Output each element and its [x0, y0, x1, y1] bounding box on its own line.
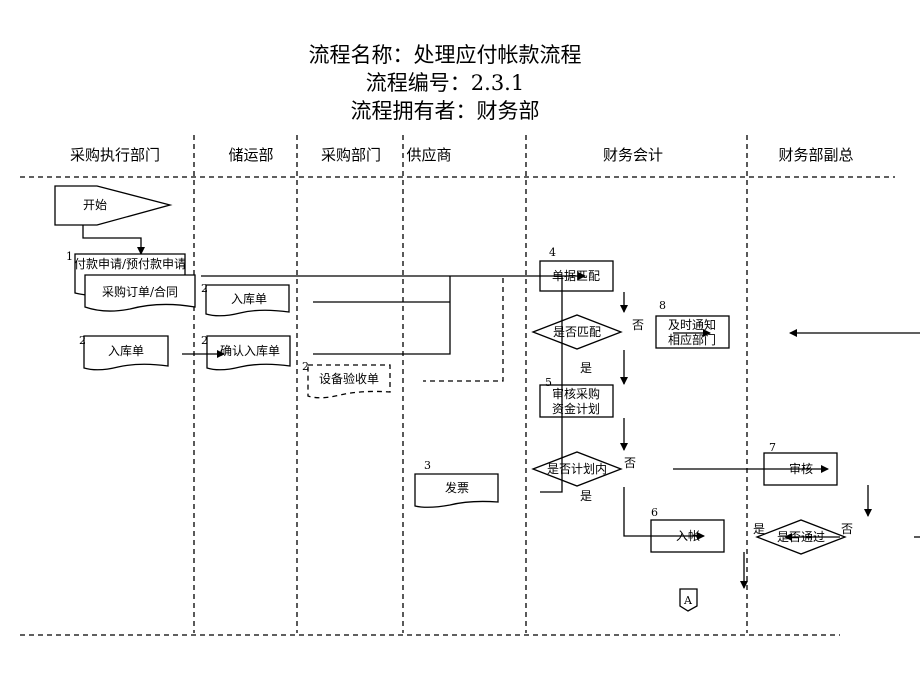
start-node[interactable]: 开始 [54, 185, 173, 226]
review-box[interactable]: 7 审核 [763, 441, 838, 486]
document-match-box[interactable]: 4 单据匹配 [539, 246, 614, 292]
svg-text:是: 是 [580, 489, 592, 503]
lane-dividers [20, 135, 895, 636]
svg-text:入库单: 入库单 [231, 291, 267, 306]
svg-text:1: 1 [66, 250, 73, 263]
svg-text:2: 2 [201, 282, 208, 295]
confirm-receipt-doc[interactable]: 2 确认入库单 [201, 334, 291, 371]
svg-text:是: 是 [753, 522, 765, 536]
svg-text:设备验收单: 设备验收单 [319, 371, 379, 386]
warehouse-receipt-storage-doc[interactable]: 2 入库单 [201, 282, 290, 317]
svg-text:是: 是 [580, 361, 592, 375]
svg-text:8: 8 [659, 299, 666, 312]
svg-text:2: 2 [302, 360, 309, 373]
arrow [623, 487, 705, 540]
svg-text:6: 6 [651, 506, 658, 519]
svg-text:7: 7 [769, 441, 776, 454]
is-match-decision[interactable]: 是否匹配 否 是 [531, 314, 644, 375]
lane-header-purchase-exec: 采购执行部门 [70, 146, 160, 164]
svg-text:入帐: 入帐 [676, 528, 700, 543]
svg-text:及时通知: 及时通知 [668, 318, 716, 332]
svg-text:审核采购: 审核采购 [552, 386, 600, 401]
svg-text:2: 2 [79, 334, 86, 347]
svg-text:单据匹配: 单据匹配 [552, 269, 600, 283]
svg-text:付款申请/预付款申请: 付款申请/预付款申请 [74, 257, 186, 271]
lane-header-supplier: 供应商 [406, 146, 451, 164]
svg-text:否: 否 [841, 522, 853, 536]
notify-box[interactable]: 8 及时通知 相应部门 [655, 299, 730, 349]
invoice-doc[interactable]: 3 发票 [414, 459, 499, 508]
svg-text:A: A [683, 594, 693, 607]
svg-text:5: 5 [545, 376, 552, 389]
svg-text:是否匹配: 是否匹配 [553, 325, 601, 339]
process-number: 流程编号：2.3.1 [366, 71, 524, 95]
offpage-connector-a[interactable]: A [679, 588, 698, 612]
svg-text:采购订单/合同: 采购订单/合同 [102, 284, 178, 299]
svg-text:开始: 开始 [83, 198, 107, 212]
lane-header-vp-finance: 财务部副总 [778, 146, 853, 164]
svg-text:是否计划内: 是否计划内 [547, 462, 607, 476]
in-plan-decision[interactable]: 是否计划内 否 是 [531, 451, 636, 503]
process-owner: 流程拥有者：财务部 [351, 99, 540, 123]
svg-text:确认入库单: 确认入库单 [220, 343, 280, 358]
svg-text:审核: 审核 [789, 461, 813, 476]
connector-line [82, 225, 145, 255]
svg-text:相应部门: 相应部门 [668, 332, 716, 347]
warehouse-receipt-doc[interactable]: 2 入库单 [79, 334, 169, 371]
svg-text:否: 否 [624, 456, 636, 470]
review-plan-box[interactable]: 5 审核采购 资金计划 [539, 376, 614, 418]
lane-header-purchase: 采购部门 [321, 146, 381, 164]
document-flow-lines [201, 272, 586, 493]
lane-header-storage: 储运部 [228, 146, 273, 164]
equipment-acceptance-doc[interactable]: 2 设备验收单 [302, 360, 391, 399]
svg-text:资金计划: 资金计划 [552, 401, 600, 416]
process-name: 流程名称：处理应付帐款流程 [309, 43, 582, 67]
svg-text:2: 2 [201, 334, 208, 347]
svg-text:否: 否 [632, 318, 644, 332]
post-entry-box[interactable]: 6 入帐 [650, 506, 725, 553]
svg-text:发票: 发票 [445, 480, 469, 495]
purchase-order-doc[interactable]: 采购订单/合同 [84, 274, 196, 312]
lane-header-accounting: 财务会计 [603, 146, 663, 164]
svg-text:3: 3 [424, 459, 431, 472]
svg-text:入库单: 入库单 [108, 343, 144, 358]
svg-text:4: 4 [549, 246, 556, 259]
